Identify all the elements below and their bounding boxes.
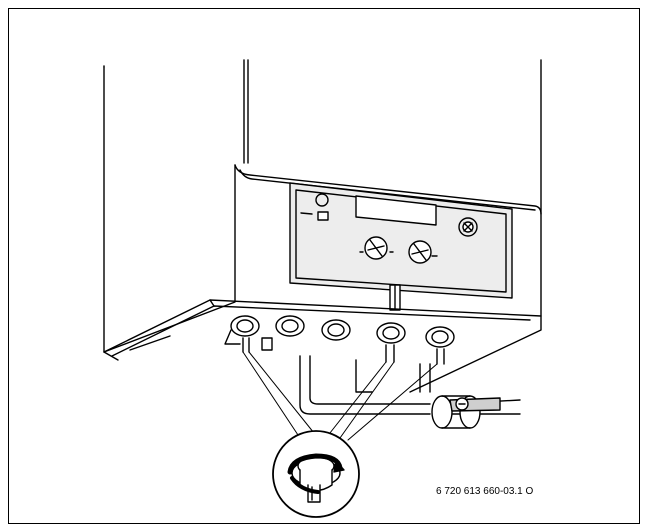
pipes xyxy=(299,355,521,415)
leader-lines xyxy=(242,351,438,441)
temperature-knob-right xyxy=(408,240,438,264)
figure-frame xyxy=(8,8,640,524)
pipe-connections xyxy=(224,315,455,365)
bottom-tray xyxy=(103,299,542,393)
control-panel xyxy=(289,182,513,311)
temperature-knob-left xyxy=(359,236,394,260)
figure-code: 6 720 613 660-03.1 O xyxy=(436,486,534,497)
rotate-detail xyxy=(272,430,360,518)
boiler-casing xyxy=(103,59,542,353)
pressure-gauge-icon xyxy=(458,217,478,237)
service-valve xyxy=(431,395,501,429)
